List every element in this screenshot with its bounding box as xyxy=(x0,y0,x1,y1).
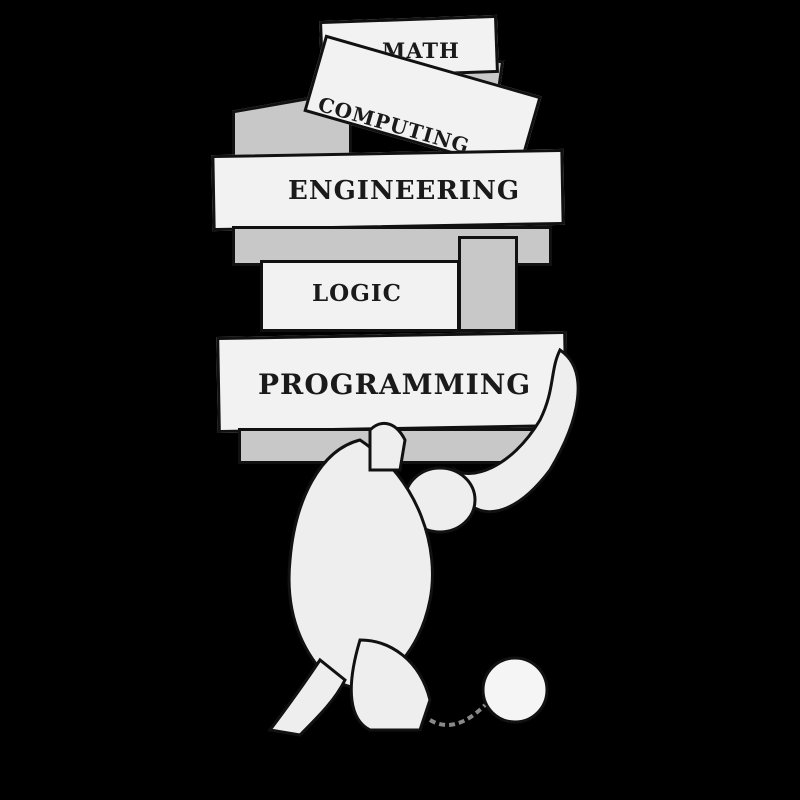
engineering-label: ENGINEERING xyxy=(288,176,521,206)
logic-label: LOGIC xyxy=(312,280,402,307)
logic-block-side xyxy=(458,236,518,332)
programming-label: PROGRAMMING xyxy=(258,368,532,401)
